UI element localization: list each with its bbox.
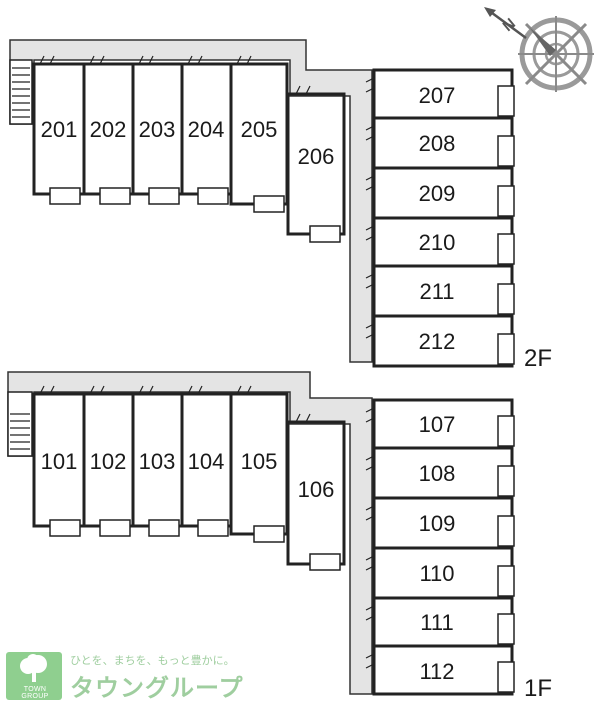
logo-name: タウングループ	[70, 674, 244, 702]
room-2f-right-5: 212	[365, 314, 515, 368]
room-2f-left-3: 204	[180, 55, 233, 205]
room-label: 103	[139, 449, 176, 474]
room-label: 112	[419, 659, 454, 684]
logo-sub: TOWN GROUP	[21, 686, 49, 700]
room-2f-corner: 206	[286, 85, 346, 243]
logo-tagline: ひとを、まちを、もっと豊かに。	[70, 654, 235, 667]
room-1f-left-0: 101	[32, 385, 86, 537]
room-label: 102	[90, 449, 127, 474]
room-label: 101	[41, 449, 78, 474]
floor-1f: 101 102 103 104 105	[7, 371, 552, 702]
room-1f-right-4: 111	[365, 596, 515, 648]
room-1f-right-0: 107	[365, 398, 515, 450]
room-label: 209	[419, 181, 456, 206]
room-1f-corner: 106	[286, 413, 346, 571]
room-label: 203	[139, 117, 176, 142]
room-label: 208	[419, 131, 456, 156]
room-label: 207	[419, 83, 456, 108]
room-1f-right-3: 110	[365, 546, 515, 600]
room-label: 211	[419, 279, 454, 304]
tree-icon	[20, 654, 47, 682]
room-label: 111	[420, 610, 453, 635]
room-2f-right-4: 211	[365, 264, 515, 318]
stairs-2f	[9, 59, 33, 125]
stairs-1f	[7, 391, 33, 457]
room-label: 210	[419, 230, 456, 255]
room-1f-left-3: 104	[180, 385, 233, 537]
room-2f-left-0: 201	[32, 55, 86, 205]
floor-label-2f: 2F	[524, 345, 552, 372]
room-label: 106	[298, 477, 335, 502]
room-1f-right-1: 108	[365, 446, 515, 500]
room-2f-left-4: 205	[229, 55, 289, 213]
room-label: 108	[419, 461, 456, 486]
room-label: 107	[419, 412, 456, 437]
room-2f-right-0: 207	[365, 68, 515, 120]
room-2f-left-1: 202	[82, 55, 135, 205]
room-label: 204	[188, 117, 225, 142]
floor-2f: 201 202 203 204 205	[9, 39, 552, 372]
room-label: 212	[419, 329, 456, 354]
room-label: 201	[41, 117, 78, 142]
room-1f-right-2: 109	[365, 496, 515, 550]
room-label: 205	[241, 117, 278, 142]
room-label: 104	[188, 449, 225, 474]
logo-mark: TOWN GROUP	[6, 652, 62, 700]
room-label: 109	[419, 511, 456, 536]
room-1f-left-2: 103	[131, 385, 184, 537]
room-2f-right-2: 209	[365, 166, 515, 220]
room-2f-right-3: 210	[365, 216, 515, 268]
room-label: 206	[298, 144, 335, 169]
room-1f-left-1: 102	[82, 385, 135, 537]
town-group-logo: TOWN GROUP ひとを、まちを、もっと豊かに。 タウングループ	[0, 648, 260, 705]
room-label: 105	[241, 449, 278, 474]
room-1f-left-4: 105	[229, 385, 289, 543]
room-1f-right-5: 112	[365, 644, 515, 696]
compass-icon: N	[484, 7, 594, 92]
room-2f-right-1: 208	[365, 116, 515, 170]
room-2f-left-2: 203	[131, 55, 184, 205]
room-label: 202	[90, 117, 127, 142]
room-label: 110	[419, 561, 454, 586]
floor-label-1f: 1F	[524, 675, 552, 702]
